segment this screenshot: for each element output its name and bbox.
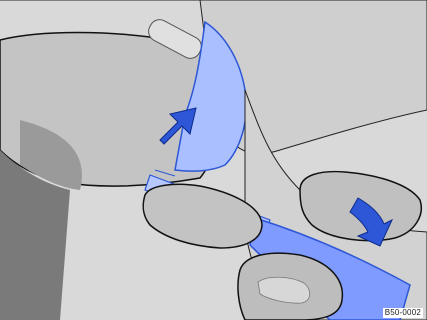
- reference-code: B50-0002: [383, 308, 423, 318]
